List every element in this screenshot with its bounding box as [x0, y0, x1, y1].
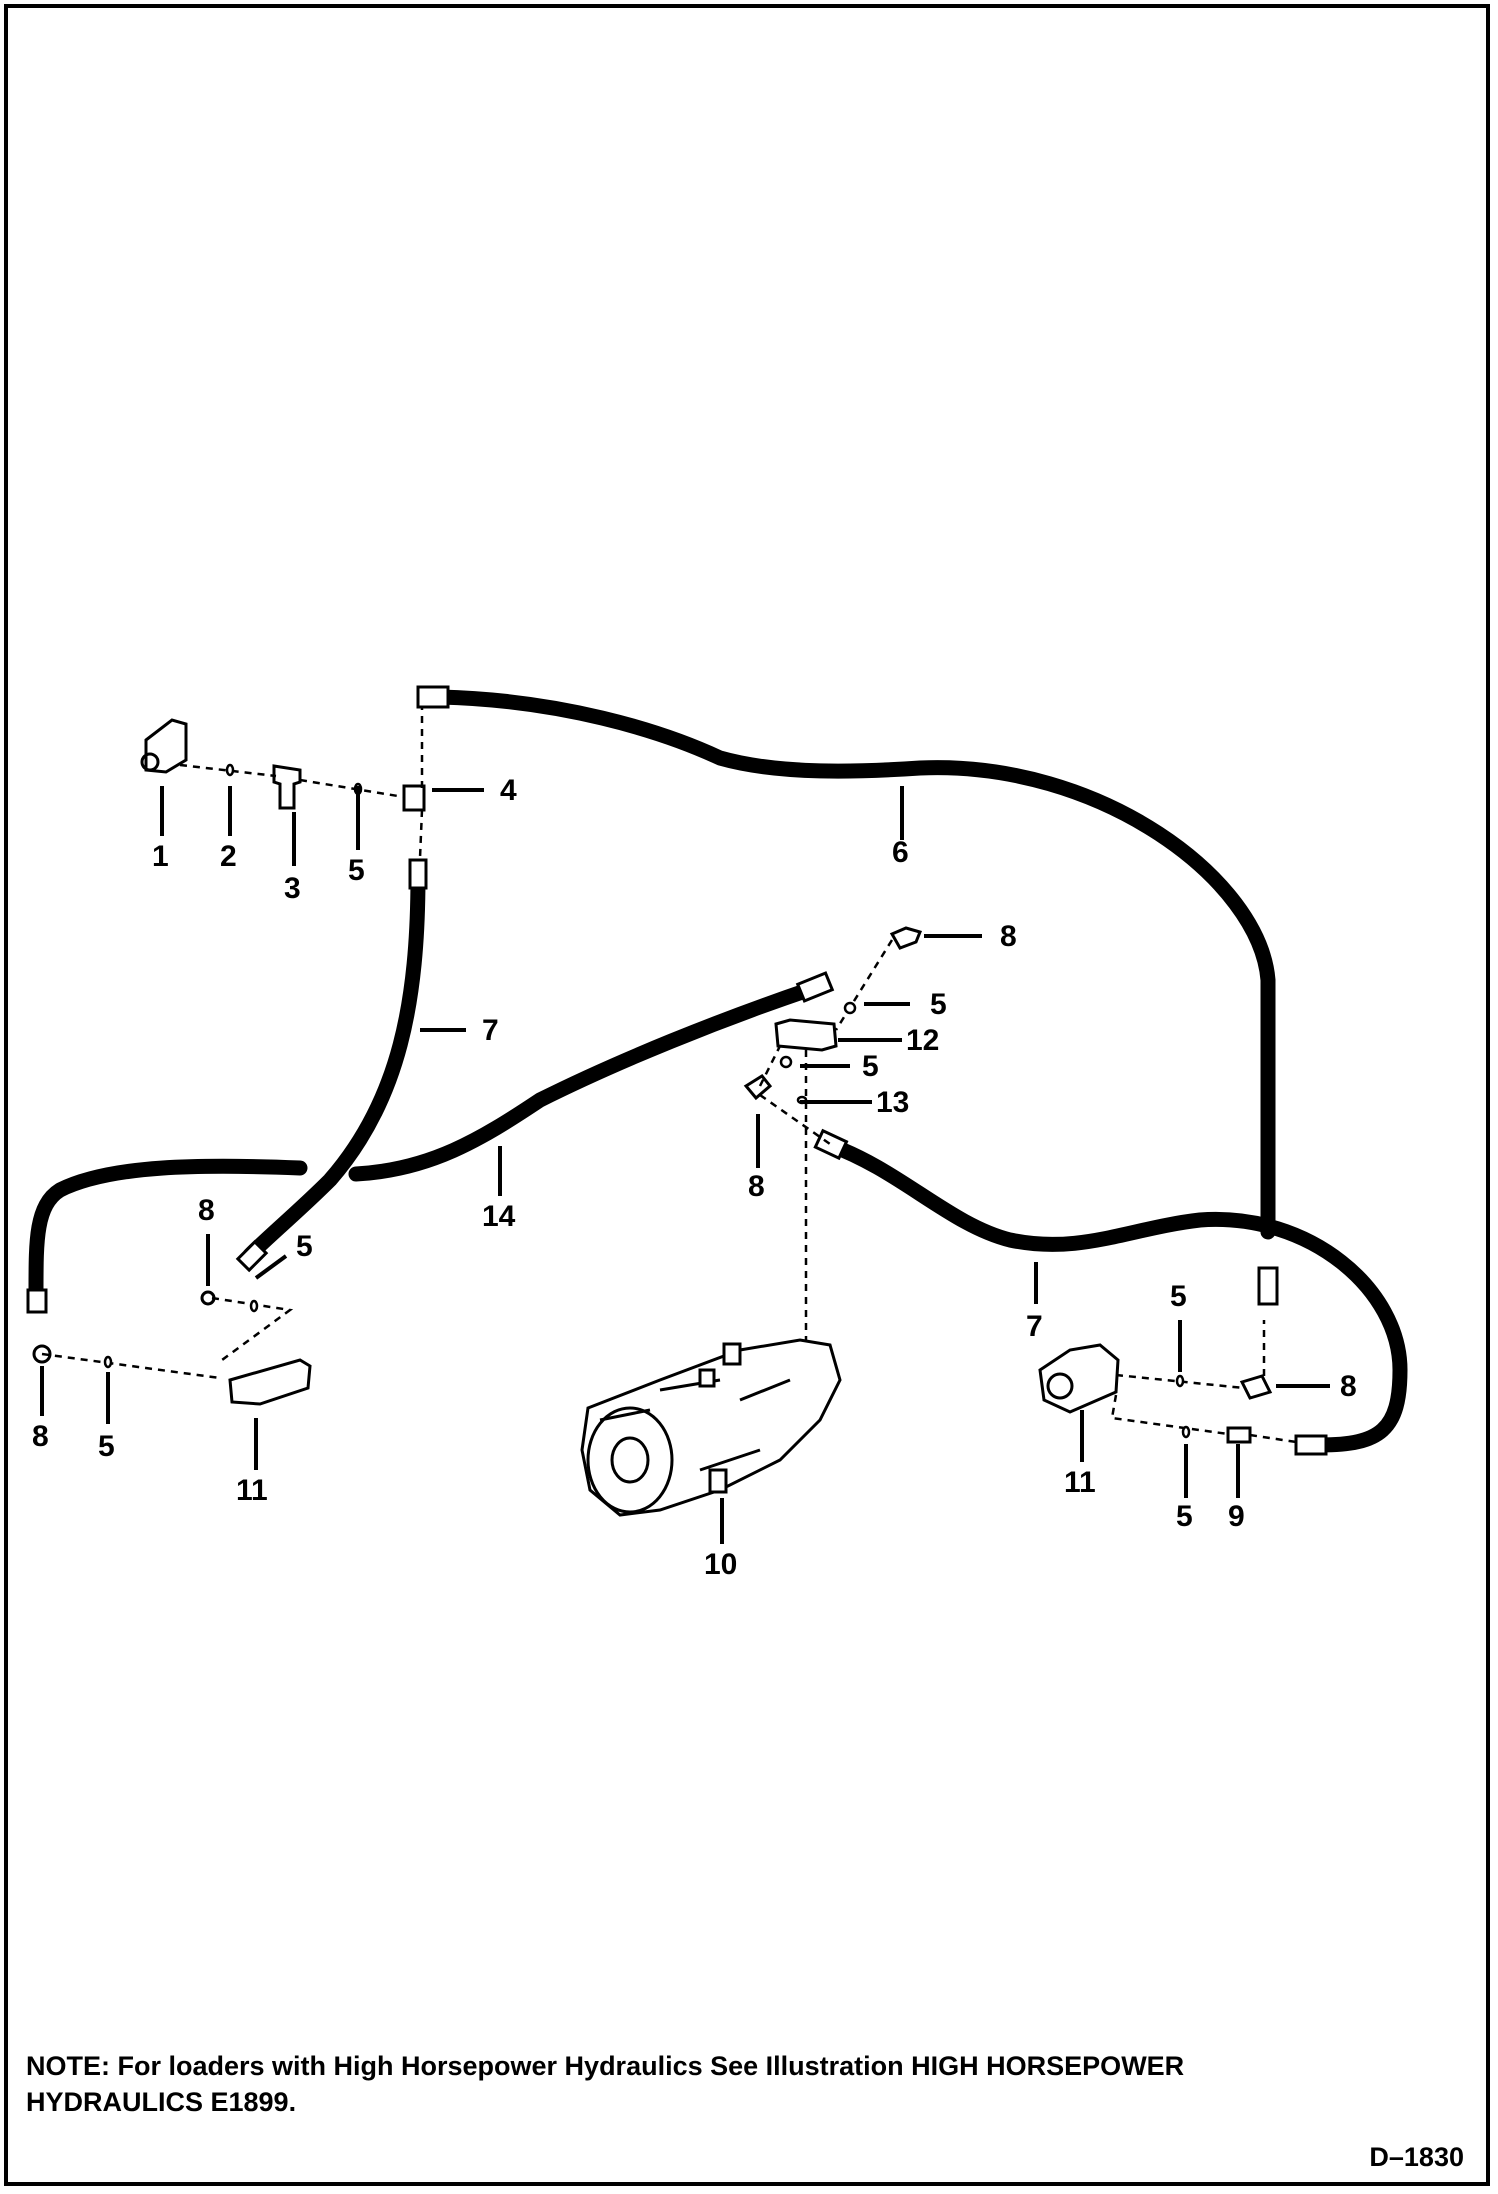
fitting-7r-end — [1294, 1434, 1328, 1456]
callout-5-top: 5 — [348, 854, 365, 887]
part-1-valve — [144, 718, 188, 774]
callout-8-far-left: 8 — [32, 1420, 49, 1453]
fitting-left-top — [408, 858, 428, 890]
callout-5-right-top: 5 — [1170, 1280, 1187, 1313]
part-9-fitting — [1226, 1426, 1252, 1444]
callout-8-mid: 8 — [748, 1170, 765, 1203]
callout-5-mid: 5 — [862, 1050, 879, 1083]
part-12-block — [774, 1018, 838, 1052]
callout-leaders — [40, 786, 1330, 1544]
callout-7-right: 7 — [1026, 1310, 1043, 1343]
dashed-leaders — [41, 707, 1297, 1444]
callout-8-right: 8 — [1340, 1370, 1357, 1403]
part-8-far-left — [32, 1344, 52, 1364]
fitting-7l-end — [235, 1239, 269, 1273]
part-10-pump — [580, 1338, 842, 1517]
callout-8-left: 8 — [198, 1194, 215, 1227]
callout-11-right: 11 — [1064, 1466, 1096, 1499]
callout-5-right-bottom: 5 — [1176, 1500, 1193, 1533]
callout-1: 1 — [152, 840, 169, 873]
hose-14 — [28, 1158, 308, 1298]
part-8-right-elbow — [1239, 1374, 1273, 1400]
callout-9: 9 — [1228, 1500, 1245, 1533]
part-4-tee — [402, 784, 426, 812]
callout-11-left: 11 — [236, 1474, 268, 1507]
callout-6: 6 — [892, 836, 909, 869]
figure-id: D–1830 — [1369, 2142, 1464, 2172]
callout-13: 13 — [876, 1086, 909, 1119]
callout-5-far-left: 5 — [98, 1430, 115, 1463]
callout-8-top: 8 — [1000, 920, 1017, 953]
fitting-right-down — [1257, 1266, 1279, 1306]
hose-14-right — [348, 982, 816, 1182]
callout-5-mid-top: 5 — [930, 988, 947, 1021]
callout-10: 10 — [704, 1548, 737, 1581]
page-border — [4, 4, 1490, 2186]
callout-4: 4 — [500, 774, 517, 807]
fitting-top — [416, 685, 450, 709]
callout-12: 12 — [906, 1024, 939, 1057]
footnote: NOTE: For loaders with High Horsepower H… — [26, 2051, 1185, 2117]
fitting-left-bottom — [26, 1288, 48, 1314]
hose-7-right — [822, 1137, 1408, 1453]
o-rings — [103, 763, 1191, 1439]
hose-6 — [432, 689, 1276, 1240]
part-8-elbow-upper — [889, 926, 923, 950]
part-3-fitting — [272, 764, 302, 810]
callout-14: 14 — [482, 1200, 516, 1233]
callout-7-left: 7 — [482, 1014, 499, 1047]
callout-5-left: 5 — [296, 1230, 313, 1263]
part-11-right-port — [1046, 1372, 1074, 1400]
part-1-port — [140, 752, 160, 772]
part-11-left-valve — [228, 1358, 312, 1406]
callout-2: 2 — [220, 840, 237, 873]
part-8-elbow-mid — [743, 1074, 773, 1101]
callout-3: 3 — [284, 872, 301, 905]
hose-7-left — [242, 867, 426, 1263]
fitting-14 — [795, 971, 835, 1003]
fitting-7r — [813, 1128, 849, 1161]
